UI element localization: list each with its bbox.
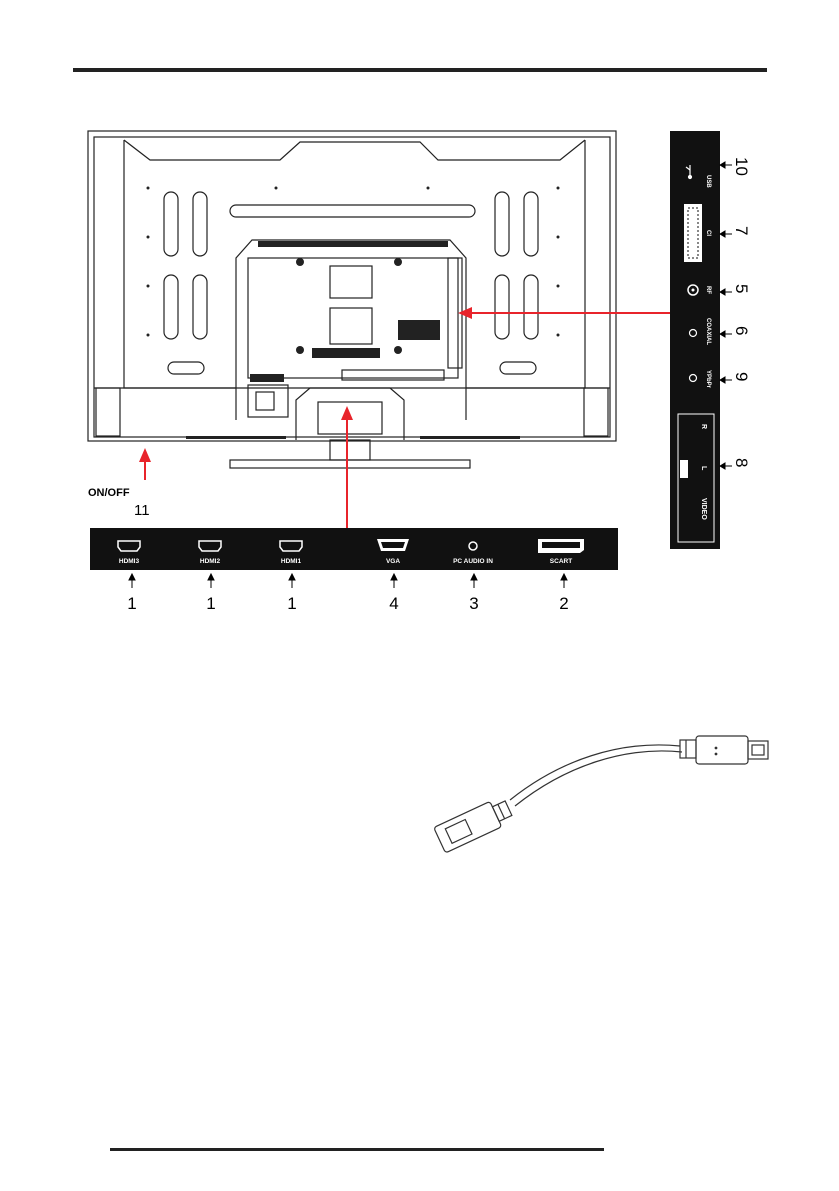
- bottom-label-hdmi2: HDMI2: [200, 558, 221, 565]
- hdmi3-icon: [117, 540, 141, 552]
- side-number-video: 8: [732, 458, 751, 467]
- bottom-label-scart: SCART: [550, 558, 572, 565]
- tv-back-view: [87, 130, 617, 469]
- power-number: 11: [134, 502, 150, 519]
- side-arrows: [719, 161, 732, 470]
- side-number-ci: 7: [732, 226, 751, 235]
- side-port-panel: [670, 131, 720, 549]
- bottom-panel-red-arrow: [341, 406, 353, 528]
- bottom-number-hdmi2: 1: [206, 594, 215, 613]
- vga-icon: [377, 539, 409, 551]
- side-label-ypbpr: YPbPr: [705, 370, 711, 389]
- bottom-label-pc-audio: PC AUDIO IN: [453, 558, 493, 565]
- power-label: ON/OFF: [88, 487, 130, 499]
- av-frame: [677, 413, 715, 543]
- bottom-label-hdmi1: HDMI1: [281, 558, 302, 565]
- bottom-arrows: [128, 572, 568, 588]
- bottom-rule: [110, 1148, 604, 1151]
- bottom-number-hdmi3: 1: [127, 594, 136, 613]
- power-red-arrow: [139, 448, 151, 480]
- side-number-usb: 10: [732, 157, 751, 176]
- top-rule: [73, 68, 767, 72]
- side-label-coaxial: COAXIAL: [705, 318, 711, 345]
- ci-slot: [684, 204, 702, 262]
- hdmi2-icon: [198, 540, 222, 552]
- scart-icon: [538, 539, 584, 553]
- side-label-ci: CI: [705, 230, 711, 236]
- side-label-video: VIDEO: [700, 498, 707, 520]
- hdmi1-icon: [279, 540, 303, 552]
- tv-vent-blocks: [186, 241, 520, 439]
- bottom-label-hdmi3: HDMI3: [119, 558, 140, 565]
- side-label-l: L: [700, 466, 707, 471]
- side-label-usb: USB: [705, 175, 711, 188]
- bottom-port-panel: [90, 528, 618, 570]
- rf-jack: [687, 284, 699, 296]
- usb-extension-cable-illustration: [434, 735, 769, 853]
- side-number-coaxial: 6: [732, 326, 751, 335]
- side-number-rf: 5: [732, 284, 751, 293]
- bottom-number-vga: 4: [389, 594, 398, 613]
- side-label-rf: RF: [705, 286, 711, 294]
- side-number-ypbpr: 9: [732, 372, 751, 381]
- usb-icon: [685, 165, 693, 180]
- side-label-r: R: [700, 424, 707, 429]
- coaxial-jack: [688, 328, 698, 338]
- pc-audio-jack-icon: [468, 541, 478, 551]
- bottom-number-hdmi1: 1: [287, 594, 296, 613]
- bottom-number-scart: 2: [559, 594, 568, 613]
- hdmi-connectors: [117, 540, 303, 552]
- bottom-number-pc-audio: 3: [469, 594, 478, 613]
- tv-screws: [146, 186, 560, 354]
- bottom-label-vga: VGA: [386, 558, 400, 565]
- ypbpr-jack: [688, 373, 698, 383]
- side-panel-red-arrow: [458, 307, 670, 319]
